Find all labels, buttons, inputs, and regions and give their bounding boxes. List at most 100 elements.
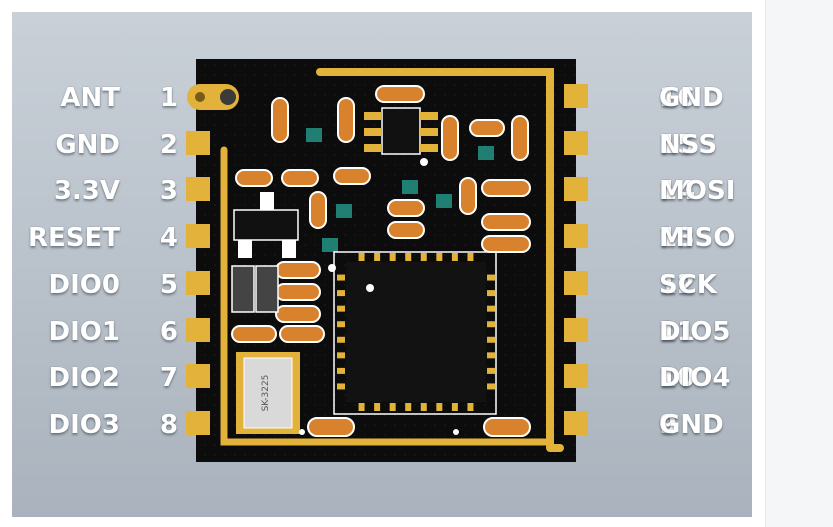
- pin-number-16: 16: [659, 83, 696, 113]
- pin-label-dio5: DIO5: [659, 317, 731, 347]
- cap-t6: [478, 146, 494, 160]
- component-r8: [281, 169, 319, 187]
- chip-pads: [337, 253, 495, 411]
- chip-pad-left-8: [337, 383, 345, 390]
- component-r23: [483, 417, 531, 437]
- pin-number-1: 1: [159, 83, 178, 113]
- component-r4: [441, 115, 459, 161]
- pad-2: [186, 131, 210, 155]
- chip-pad-left-3: [337, 305, 345, 312]
- cap-t2: [336, 204, 352, 218]
- cap-t1: [306, 128, 322, 142]
- chip-pad-right-5: [487, 336, 495, 343]
- chip-pad-left-2: [337, 290, 345, 297]
- component-r6: [511, 115, 529, 161]
- side-strip: [765, 0, 833, 527]
- component-r10: [309, 191, 327, 229]
- chip-pad-bottom-7: [451, 403, 458, 411]
- pad-3: [186, 177, 210, 201]
- component-r16: [481, 235, 531, 253]
- pin-number-2: 2: [159, 130, 178, 160]
- pad-8: [186, 411, 210, 435]
- chip-pad-right-4: [487, 321, 495, 328]
- teal-components: [306, 128, 494, 252]
- chip-pad-top-4: [405, 253, 412, 261]
- component-r2: [271, 97, 289, 143]
- pad-15: [564, 131, 588, 155]
- diode-a: [231, 265, 255, 313]
- sot-pad-c: [364, 144, 382, 152]
- component-r19: [275, 305, 321, 323]
- pad-14: [564, 177, 588, 201]
- antenna-trace: [316, 68, 564, 452]
- component-r5: [469, 119, 505, 137]
- chip-pad-top-1: [358, 253, 365, 261]
- crystal-body: [243, 357, 293, 429]
- chip-pad-top-2: [374, 253, 381, 261]
- component-r15: [481, 213, 531, 231]
- chip-pad-left-4: [337, 321, 345, 328]
- component-r18: [275, 283, 321, 301]
- component-r20: [231, 325, 277, 343]
- pin-number-3: 3: [159, 176, 178, 206]
- pad-12: [564, 271, 588, 295]
- chip-pad-bottom-6: [436, 403, 443, 411]
- pin-number-15: 15: [659, 130, 696, 160]
- pad-13: [564, 224, 588, 248]
- regulator-pin-a: [238, 240, 252, 258]
- pin-number-7: 7: [159, 363, 178, 393]
- component-r9: [333, 167, 371, 185]
- chip-outline: [333, 251, 497, 415]
- pad-4: [186, 224, 210, 248]
- pad-6: [186, 318, 210, 342]
- component-r12: [387, 221, 425, 239]
- pin-label-gnd-left: GND: [55, 130, 120, 160]
- pin-label-ant: ANT: [60, 83, 120, 113]
- crystal: SK-3225: [236, 352, 300, 434]
- chip-pad-bottom-5: [420, 403, 427, 411]
- regulator-tab: [260, 192, 274, 210]
- pin-label-dio1: DIO1: [48, 317, 120, 347]
- pin-label-dio4: DIO4: [659, 363, 731, 393]
- chip-pad-top-8: [467, 253, 474, 261]
- chip-pad-top-5: [420, 253, 427, 261]
- pin-label-mosi: MOSI: [659, 176, 736, 206]
- chip-pad-right-2: [487, 290, 495, 297]
- pin-label-sck: SCK: [659, 270, 717, 300]
- sot-transistor: [381, 107, 421, 155]
- pin-label-gnd-top-right: GND: [659, 83, 724, 113]
- cap-t5: [436, 194, 452, 208]
- chip-pad-left-5: [337, 336, 345, 343]
- pad-1-hole: [220, 89, 236, 105]
- vias: [299, 158, 459, 435]
- chip-pad-left-7: [337, 367, 345, 374]
- component-r1: [375, 85, 425, 103]
- via-4: [453, 429, 459, 435]
- pin-label-miso: MISO: [659, 223, 736, 253]
- chip-pad-bottom-2: [374, 403, 381, 411]
- pin-number-5: 5: [159, 270, 178, 300]
- pin-number-9: 9: [659, 410, 678, 440]
- component-r21: [279, 325, 325, 343]
- chip-pad-top-7: [451, 253, 458, 261]
- chip-body: [346, 262, 486, 402]
- chip-pin1-dot: [366, 284, 374, 292]
- pad-7: [186, 364, 210, 388]
- pin-label-dio3: DIO3: [48, 410, 120, 440]
- chip-pad-bottom-3: [389, 403, 396, 411]
- pad-10: [564, 364, 588, 388]
- chip-pad-right-6: [487, 352, 495, 359]
- pin-label-gnd-bottom-right: GND: [659, 410, 724, 440]
- pin-label-dio2: DIO2: [48, 363, 120, 393]
- pin-label-dio0: DIO0: [48, 270, 120, 300]
- component-r3: [337, 97, 355, 143]
- ground-ring-trace: [220, 146, 549, 446]
- via-2: [328, 264, 336, 272]
- pin-number-8: 8: [159, 410, 178, 440]
- sot-pad-e: [420, 128, 438, 136]
- component-r14: [481, 179, 531, 197]
- component-r22: [307, 417, 355, 437]
- pad-16: [564, 84, 588, 108]
